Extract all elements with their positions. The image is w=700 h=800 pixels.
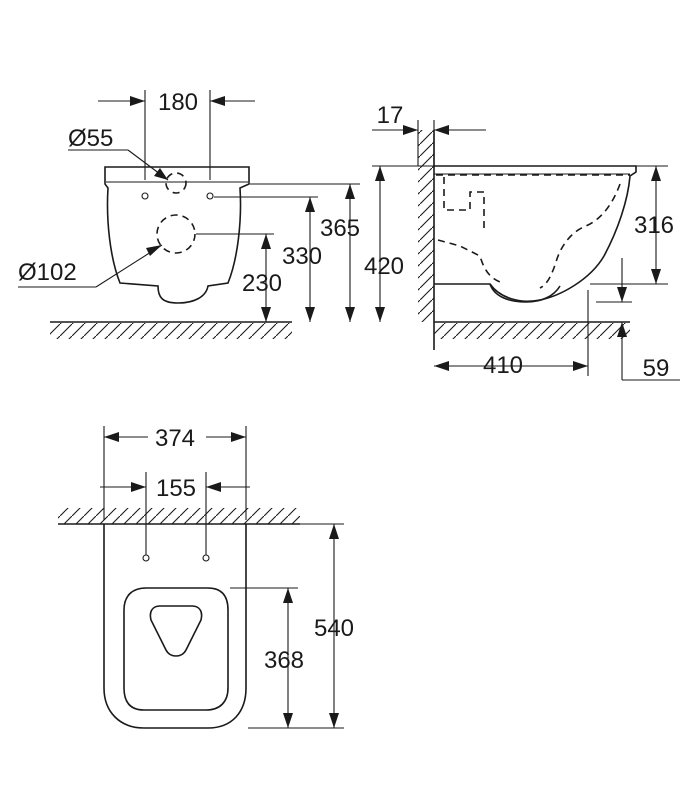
top-wall <box>58 508 300 525</box>
dim-420: 420 <box>364 165 434 322</box>
dim-180-label: 180 <box>158 89 198 116</box>
dim-155-label: 155 <box>156 475 196 502</box>
dim-374-label: 374 <box>155 425 195 452</box>
side-floor <box>434 321 630 339</box>
side-wall <box>418 130 435 350</box>
dim-540: 540 <box>248 523 354 729</box>
dim-230-label: 230 <box>242 270 282 297</box>
side-bowl-outline <box>434 165 637 302</box>
outlet-hole <box>156 214 196 254</box>
dim-365-label: 365 <box>320 215 360 242</box>
side-trap-dashed <box>436 174 630 289</box>
dim-420-label: 420 <box>364 253 404 280</box>
left-bolt-hole <box>141 192 149 200</box>
side-view: 17 420 316 410 <box>364 102 680 382</box>
dim-d55-label: Ø55 <box>68 125 113 152</box>
top-bowl-outline <box>103 524 247 729</box>
top-right-bolt-hole <box>202 554 210 562</box>
dim-540-label: 540 <box>314 615 354 642</box>
dim-d102: Ø102 <box>18 244 163 288</box>
seat-opening <box>123 587 229 711</box>
dim-368-label: 368 <box>264 647 304 674</box>
right-bolt-hole <box>206 192 214 200</box>
dim-230: 230 <box>196 233 282 322</box>
inner-basin <box>149 605 203 657</box>
dim-374: 374 <box>103 425 247 520</box>
dim-59-label: 59 <box>643 355 670 382</box>
dim-316: 316 <box>590 165 674 285</box>
dim-17: 17 <box>372 102 486 166</box>
dim-365: 365 <box>250 183 360 322</box>
front-view: 180 Ø55 Ø102 365 <box>18 89 360 339</box>
dim-330: 330 <box>214 196 322 322</box>
front-floor <box>50 321 292 339</box>
dim-330-label: 330 <box>282 243 322 270</box>
dim-d55: Ø55 <box>68 125 169 181</box>
front-bowl-outline <box>104 166 250 304</box>
dim-59: 59 <box>596 258 680 382</box>
dim-368: 368 <box>230 587 304 728</box>
side-outlet <box>489 283 561 303</box>
dim-410-label: 410 <box>483 352 523 379</box>
dim-410: 410 <box>434 290 589 379</box>
dim-d102-label: Ø102 <box>18 259 77 286</box>
dim-316-label: 316 <box>634 212 674 239</box>
dim-155: 155 <box>100 472 250 555</box>
top-left-bolt-hole <box>142 554 150 562</box>
dim-180: 180 <box>98 89 255 180</box>
upper-inlet-hole <box>165 172 187 194</box>
top-view: 374 155 540 368 <box>58 425 354 729</box>
dim-17-label: 17 <box>377 102 404 129</box>
